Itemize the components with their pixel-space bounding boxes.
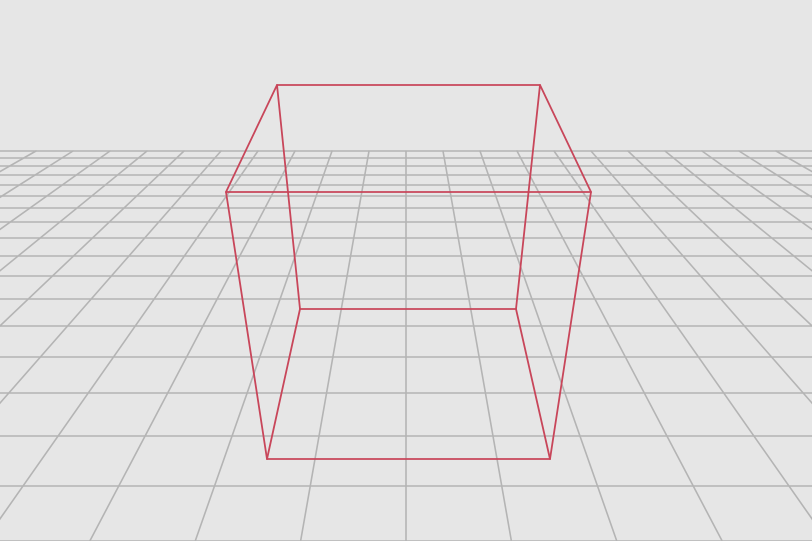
- grid-line-radial: [89, 150, 296, 541]
- grid-line-radial: [627, 150, 812, 327]
- grid-line-radial: [516, 150, 723, 541]
- grid-line-radial: [553, 150, 812, 521]
- box-edge: [266, 308, 301, 460]
- grid-line-radial: [479, 150, 618, 541]
- grid-line-radial: [0, 150, 222, 405]
- ground-grid: [0, 150, 812, 541]
- grid-line-radial: [442, 150, 513, 541]
- grid-line-radial: [701, 150, 812, 231]
- box-edge: [539, 84, 592, 193]
- box-edge: [225, 84, 278, 193]
- grid-line-radial: [0, 150, 111, 231]
- grid-line-radial: [194, 150, 333, 541]
- box-edge: [515, 308, 551, 460]
- box-edge: [225, 191, 268, 460]
- wireframe-box[interactable]: [225, 84, 592, 460]
- box-edge: [515, 84, 541, 310]
- grid-line-radial: [590, 150, 812, 405]
- grid-line-radial: [664, 150, 812, 272]
- grid-line-radial: [0, 150, 148, 272]
- grid-line-radial: [299, 150, 370, 541]
- box-edge: [276, 84, 301, 310]
- grid-line-radial: [0, 150, 259, 521]
- box-edge: [549, 191, 592, 460]
- grid-line-radial: [0, 150, 185, 327]
